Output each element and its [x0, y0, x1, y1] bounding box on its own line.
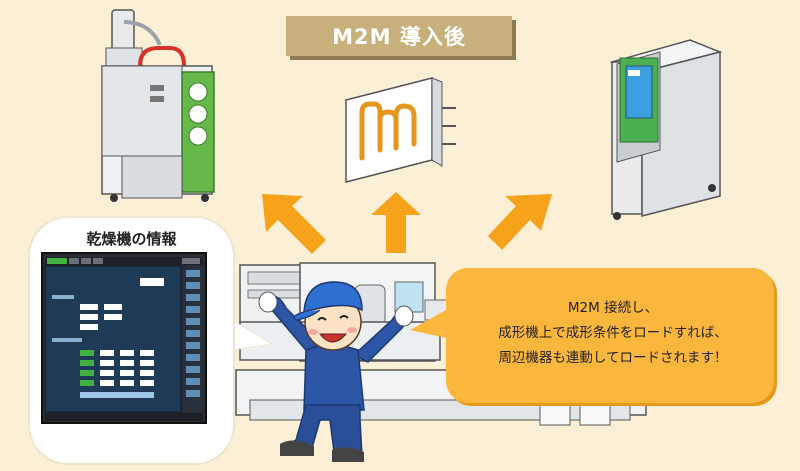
title-box: M2M 導入後: [286, 16, 512, 56]
operator-character: [258, 281, 414, 462]
speech-bubble-tail: [410, 310, 446, 338]
speech-bubble-text: M2M 接続し、 成形機上で成形条件をロードすれば、 周辺機器も連動してロードさ…: [448, 296, 778, 371]
dryer-info-title: 乾燥機の情報: [86, 230, 177, 248]
arrow-up-left: [262, 194, 326, 254]
arrow-up: [371, 192, 421, 253]
mold-temperature-controller: [345, 77, 456, 183]
message-line-2: 成形機上で成形条件をロードすれば、: [498, 325, 728, 341]
dryer-screen: [41, 252, 207, 424]
arrow-up-right: [488, 194, 552, 250]
message-line-1: M2M 接続し、: [567, 300, 659, 316]
speech-bubble: [446, 268, 774, 403]
diagram-title: M2M 導入後: [332, 25, 466, 49]
message-line-3: 周辺機器も連動してロードされます！: [498, 350, 728, 366]
peripheral-cabinet: [609, 39, 723, 220]
dryer-machine: [101, 9, 215, 202]
